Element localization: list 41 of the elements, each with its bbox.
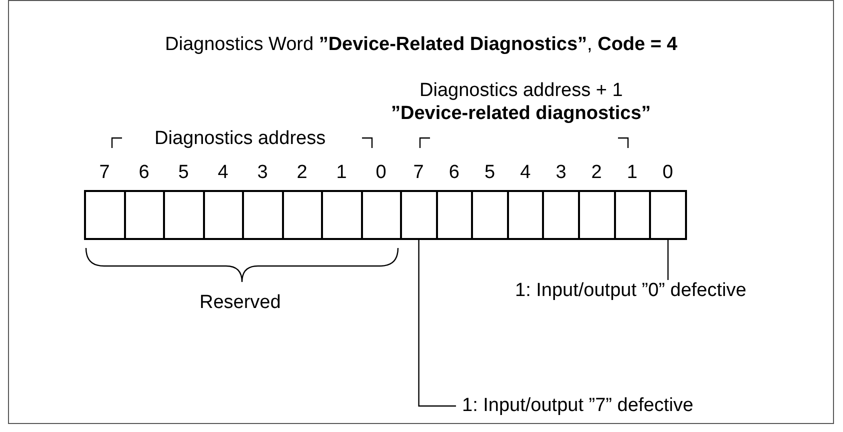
bit-number: 7 [413,162,424,184]
bit-number: 6 [138,162,150,184]
leader-line [418,240,456,407]
bit-cell [436,190,474,240]
bit-cell [84,190,126,240]
field-label: Reserved [200,292,281,314]
bit-number: 5 [178,162,189,184]
diagram-title: Diagnostics Word ”Device-Related Diagnostics”, Code = 4 [165,34,678,56]
bit-number: 4 [218,162,228,184]
bit-number: 6 [448,162,460,184]
bit-number: 2 [591,162,602,184]
bit-cell [124,190,165,240]
byte-heading: Diagnostics address [154,128,326,150]
bit-number: 3 [257,162,268,184]
bit-cell [163,190,204,240]
bit-cell [578,190,616,240]
bit-cell [649,190,687,240]
annotation-text: 1: Input/output ”7” defective [462,395,694,417]
bit-cell [506,190,544,240]
bit-number: 7 [99,162,110,184]
bit-cell [471,190,509,240]
bit-number: 3 [556,162,566,184]
bit-cell [400,190,438,240]
leader-line [667,240,669,280]
bit-number: 1 [626,162,638,184]
bit-number: 4 [520,162,531,184]
bit-cell [542,190,580,240]
byte-heading: Diagnostics address + 1 [420,80,623,102]
bit-number: 2 [296,162,308,184]
annotation-text: 1: Input/output ”0” defective [515,280,746,302]
bit-number: 0 [376,162,386,184]
bit-cell [282,190,323,240]
bit-number: 5 [484,162,496,184]
bit-cell [614,190,652,240]
bit-number: 0 [662,162,674,184]
bit-cell [360,190,402,240]
bit-cell [242,190,284,240]
bit-number: 1 [336,162,347,184]
bit-cell [321,190,362,240]
bit-cell [202,190,244,240]
byte-heading: ”Device-related diagnostics” [391,103,651,125]
